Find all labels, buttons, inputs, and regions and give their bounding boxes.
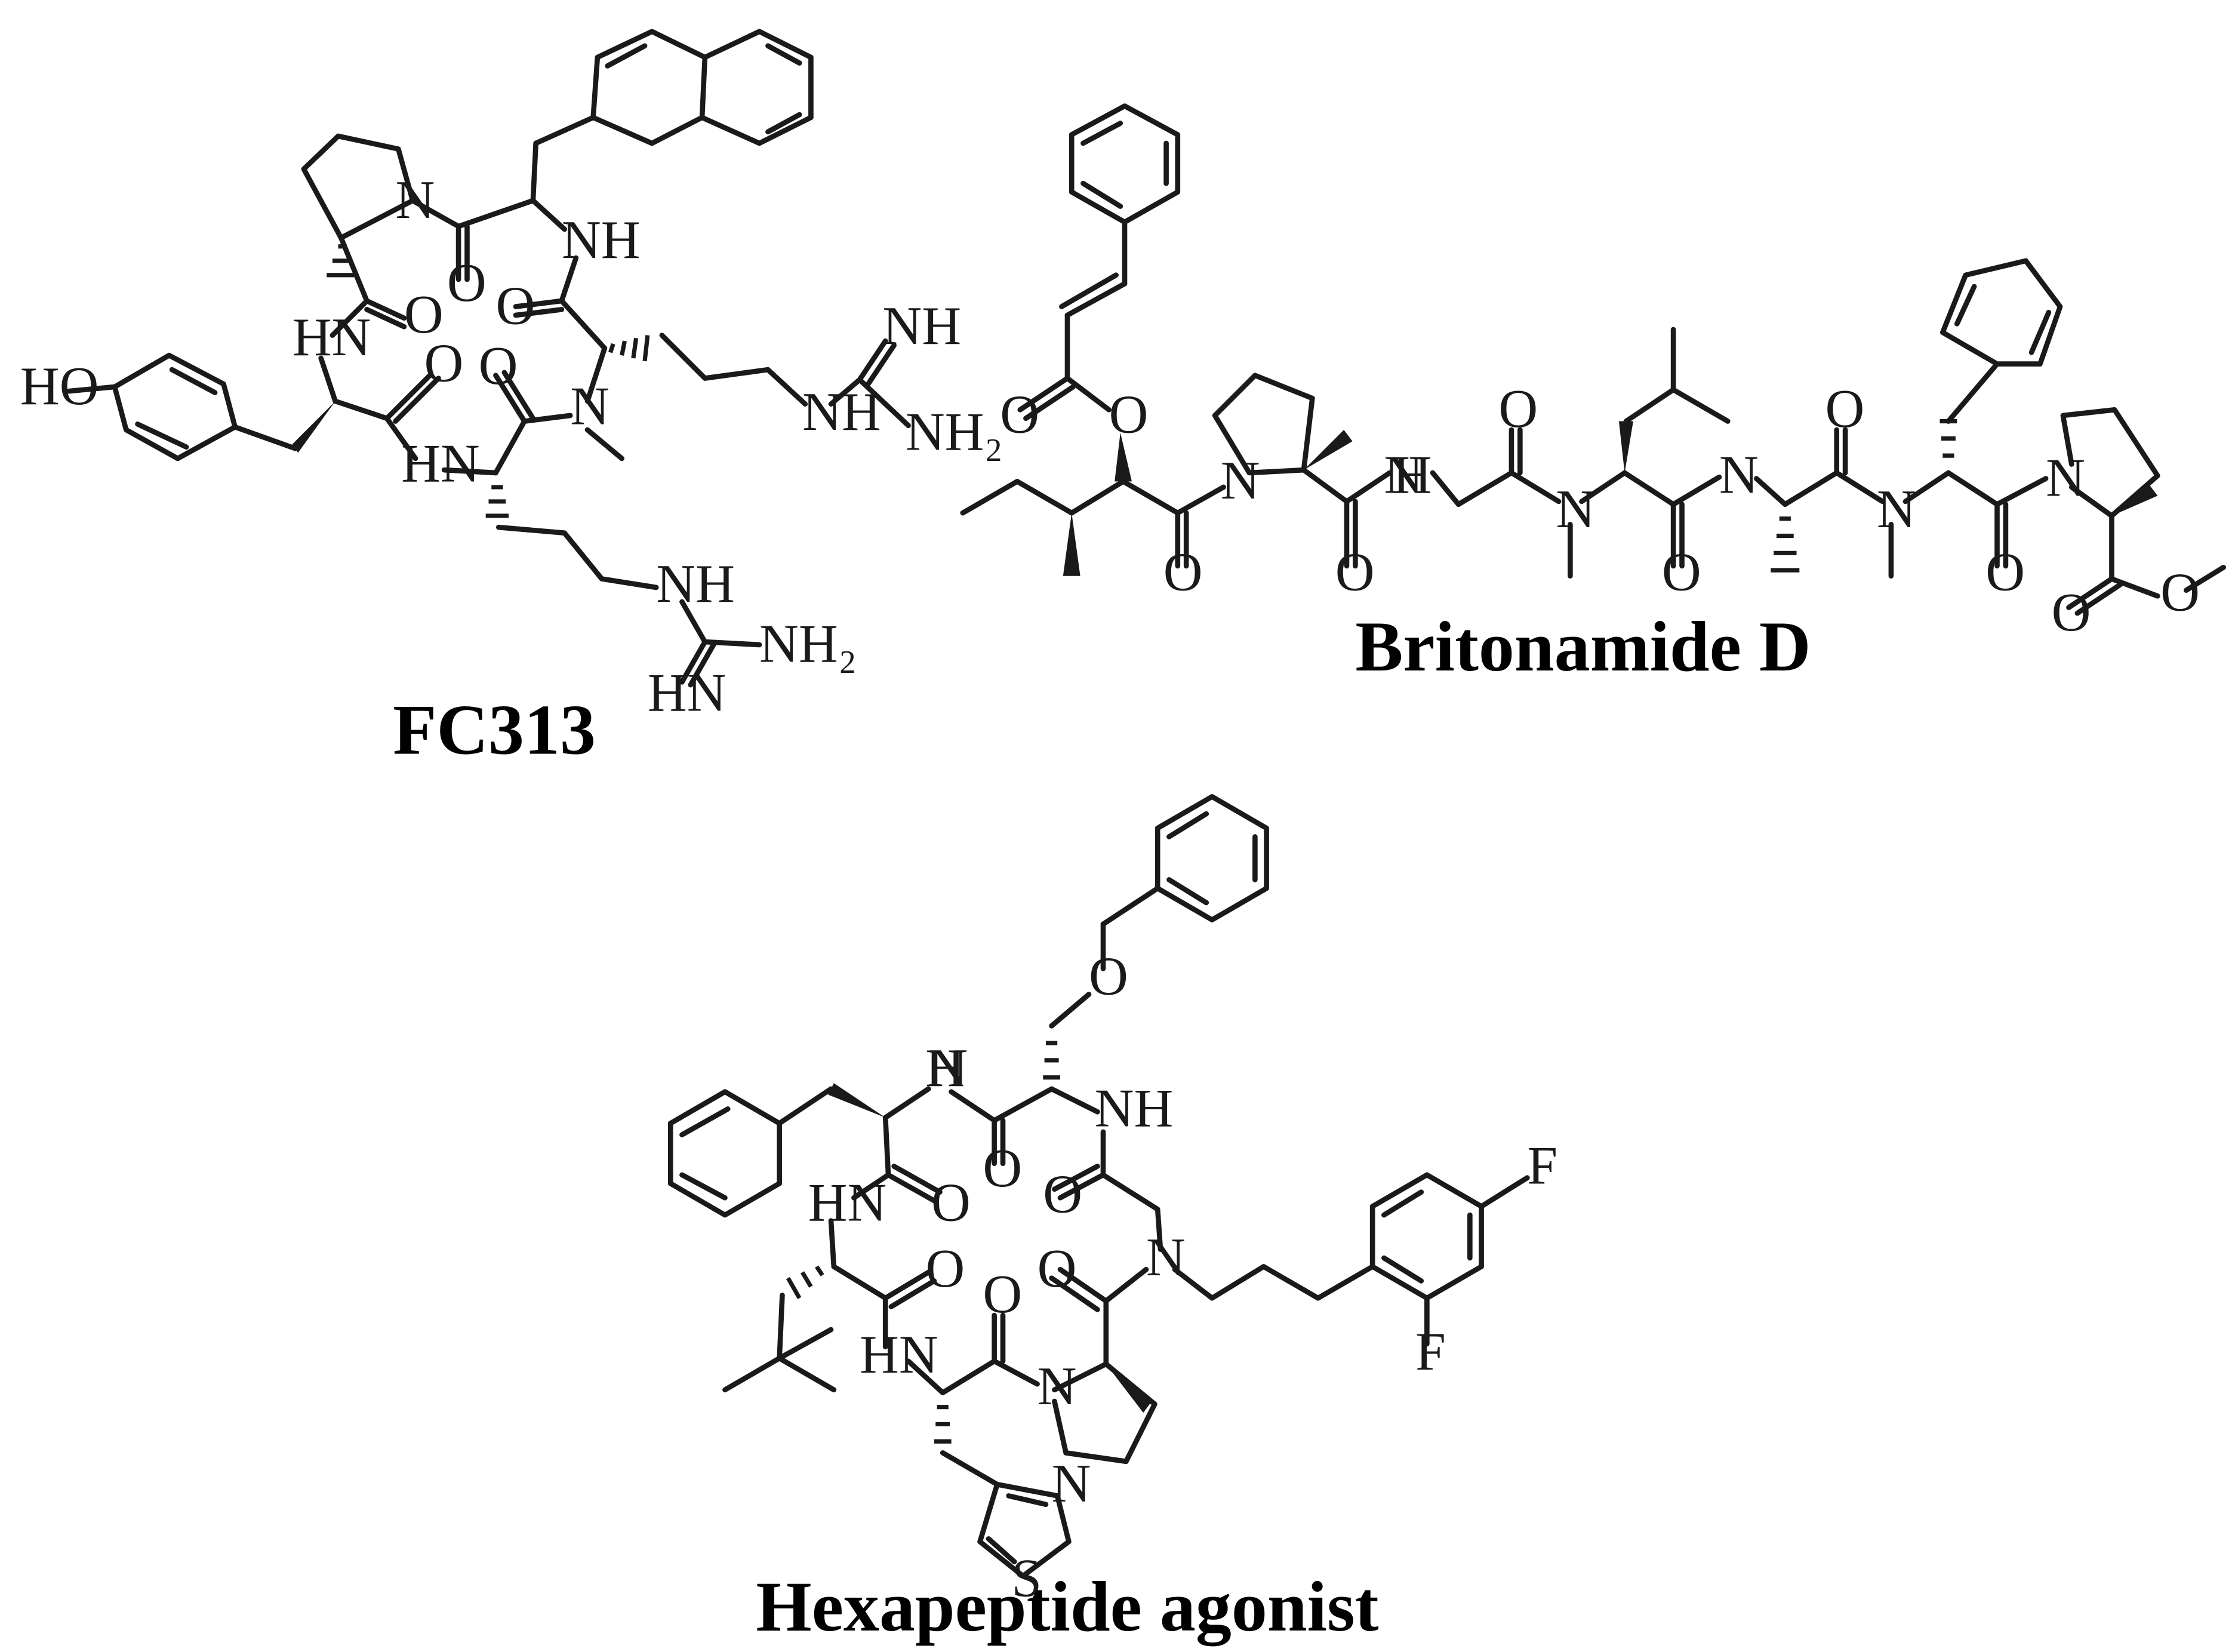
hexapeptide-caption: Hexapeptide agonist	[756, 1567, 1378, 1647]
hexa-o3: O	[925, 1238, 965, 1299]
fc313-o5: O	[404, 284, 444, 344]
hexa-hn2: HN	[860, 1324, 938, 1385]
fc313-n-me: N	[570, 376, 609, 436]
fc313-nh-guan2: NH	[802, 382, 881, 442]
fc313-nh1: NH	[562, 210, 641, 270]
fc313-structure: N O NH O NH NH NH₂ N O HN O NH NH₂ HN HO…	[20, 29, 1003, 769]
hexapeptide-structure: O NH H N O O HN O HN O N O N O F F N S H…	[667, 793, 1557, 1647]
brit-n1: N	[1221, 450, 1260, 510]
hexa-f1: F	[1527, 1135, 1557, 1195]
brit-o2: O	[1109, 384, 1149, 445]
hexa-hn1: HN	[808, 1173, 887, 1233]
brit-n3: N	[1719, 445, 1759, 505]
hexa-n-pro: N	[1038, 1356, 1077, 1416]
brit-nh1-n: N	[1384, 445, 1423, 505]
britonamide-structure: O O O N O H N O N O N O N O N O O Briton…	[960, 103, 2226, 686]
brit-n4: N	[1877, 479, 1916, 539]
hexa-n-thz: N	[1052, 1453, 1091, 1513]
hexa-nh1: NH	[1095, 1078, 1174, 1138]
fc313-hn2: HN	[401, 433, 480, 493]
hexa-o-ether: O	[1089, 946, 1128, 1006]
hexa-n-gly: N	[1146, 1227, 1186, 1287]
hexa-o5: O	[1038, 1238, 1077, 1299]
brit-o3: O	[1163, 542, 1203, 602]
brit-o10: O	[2160, 562, 2200, 622]
fc313-o3: O	[479, 336, 518, 396]
brit-o7: O	[1825, 379, 1865, 439]
fc313-nh3: NH	[656, 553, 735, 614]
brit-n5: N	[2046, 447, 2085, 507]
fc313-nh2-1: NH₂	[906, 402, 1003, 462]
brit-o5: O	[1498, 379, 1538, 439]
brit-o9: O	[2052, 582, 2091, 642]
brit-o6: O	[1662, 542, 1701, 602]
brit-o8: O	[1985, 542, 2025, 602]
fc313-o1: O	[447, 253, 487, 313]
hexa-o6: O	[1043, 1164, 1082, 1224]
fc313-o4: O	[424, 333, 463, 393]
hexa-o4: O	[983, 1264, 1022, 1324]
hexa-s-thz: S	[1011, 1548, 1042, 1608]
hexa-o1: O	[983, 1138, 1022, 1198]
brit-nh1: H	[1393, 445, 1432, 505]
hexa-f2: F	[1415, 1321, 1446, 1382]
fc313-ho: HO	[20, 356, 99, 416]
fc313-nh-guan1: NH	[882, 296, 961, 356]
brit-o1: O	[1000, 384, 1039, 445]
fc313-hn1: HN	[293, 307, 371, 367]
fc313-o2: O	[495, 275, 535, 336]
fc313-nh2-2: NH₂	[759, 614, 857, 674]
fc313-hn3: HN	[648, 662, 726, 722]
brit-o4: O	[1335, 542, 1375, 602]
britonamide-caption: Britonamide D	[1355, 607, 1811, 686]
hexa-nh2-n: N	[928, 1038, 968, 1098]
hexa-nh2: H	[925, 1038, 965, 1098]
fc313-n-pro: N	[395, 170, 435, 230]
fc313-caption: FC313	[393, 690, 596, 769]
brit-n2: N	[1556, 479, 1595, 539]
hexa-o2: O	[931, 1173, 971, 1233]
